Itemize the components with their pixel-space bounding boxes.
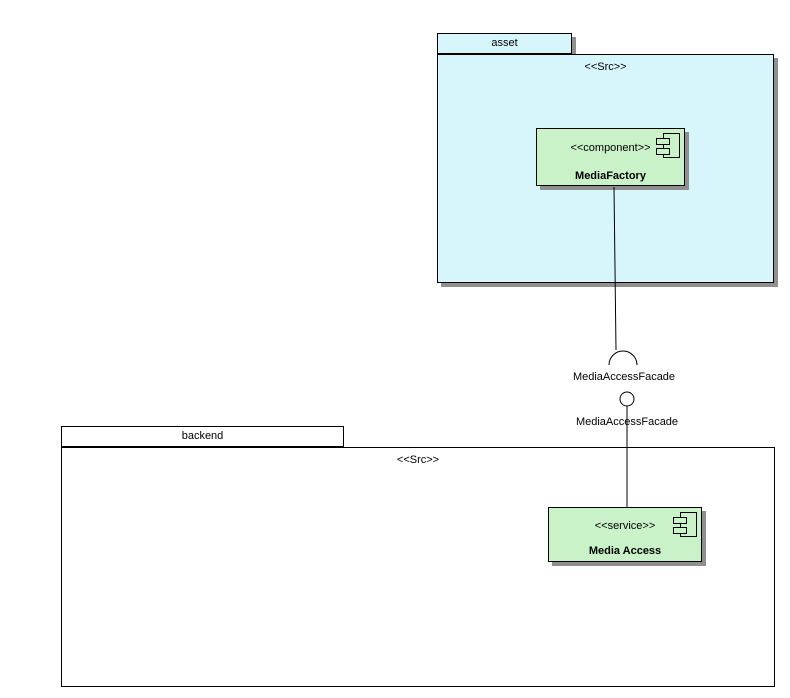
component-mediafactory-name: MediaFactory [575, 170, 646, 182]
required-interface-socket-icon[interactable] [608, 350, 638, 366]
package-asset-tab[interactable]: asset [437, 33, 572, 54]
component-icon [656, 133, 680, 158]
component-media-access[interactable]: <<service>> Media Access [548, 507, 702, 562]
package-backend-name: backend [181, 430, 224, 442]
package-asset-stereotype: <<Src>> [584, 61, 627, 73]
component-media-access-name: Media Access [588, 545, 662, 557]
required-interface-label: MediaAccessFacade [572, 371, 676, 383]
component-mediafactory-stereotype: <<component>> [570, 142, 651, 154]
component-media-access-stereotype: <<service>> [594, 520, 656, 532]
component-mediafactory[interactable]: <<component>> MediaFactory [536, 128, 685, 186]
required-interface-line[interactable] [613, 186, 617, 351]
package-backend-body[interactable]: <<Src>> [61, 447, 775, 687]
package-backend-stereotype: <<Src>> [396, 454, 440, 466]
package-backend-tab[interactable]: backend [61, 426, 344, 447]
provided-interface-ball-icon[interactable] [619, 391, 635, 407]
provided-interface-label: MediaAccessFacade [575, 416, 679, 428]
package-asset-name: asset [491, 37, 518, 49]
component-icon [673, 512, 697, 537]
